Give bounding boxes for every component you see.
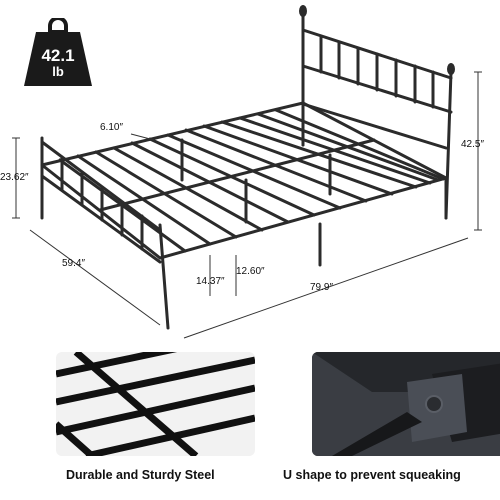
center-leg-height-label: 12.60″ <box>236 266 265 277</box>
right-caption: U shape to prevent squeaking <box>283 468 461 482</box>
headboard-height-label: 42.5″ <box>461 139 485 150</box>
weight-icon <box>24 18 92 86</box>
u-shape-bracket-detail-photo <box>312 352 500 456</box>
footboard-height-label: 23.62″ <box>0 172 29 183</box>
under-bed-clearance-label: 14.37″ <box>196 276 225 287</box>
slat-gap-label: 6.10″ <box>100 122 124 133</box>
weight-badge: 42.1 lb <box>22 18 94 88</box>
length-label: 79.9″ <box>310 282 334 293</box>
steel-slats-detail-photo <box>56 352 255 456</box>
weight-value: 42.1 <box>41 46 75 65</box>
weight-unit: lb <box>52 64 64 79</box>
width-label: 59.4″ <box>62 258 86 269</box>
left-caption: Durable and Sturdy Steel <box>66 468 215 482</box>
